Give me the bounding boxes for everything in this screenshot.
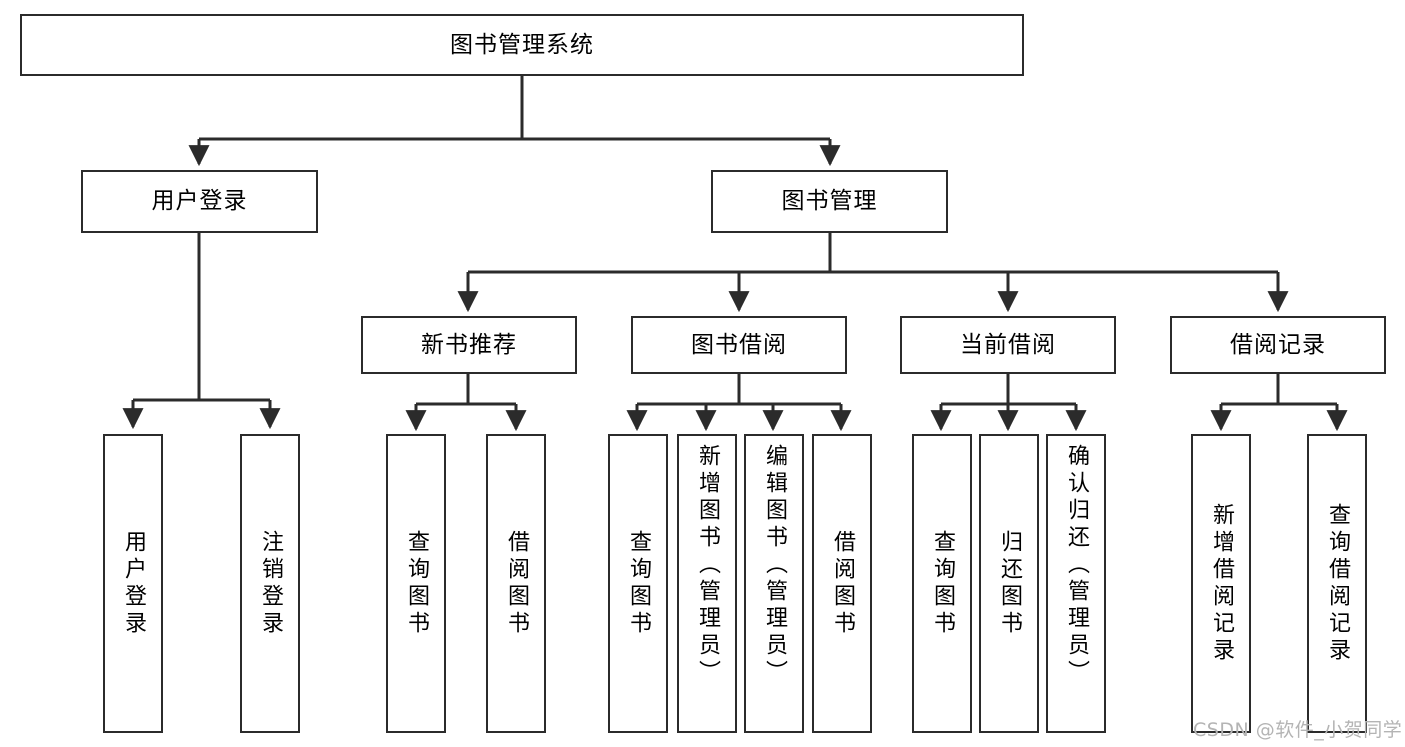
node-leaf-borrow-book-borrow[interactable]: 借阅图书: [812, 434, 872, 733]
node-leaf-query-book-recommend[interactable]: 查询图书: [386, 434, 446, 733]
node-leaf-add-borrow-record[interactable]: 新增借阅记录: [1191, 434, 1251, 733]
node-label: 图书管理: [781, 188, 878, 215]
node-label: 用户登录: [121, 529, 146, 638]
node-label: 确认归还（管理员）: [1064, 444, 1089, 687]
node-book-borrow[interactable]: 图书借阅: [631, 316, 847, 374]
node-book-management[interactable]: 图书管理: [711, 170, 948, 233]
node-leaf-logout-login[interactable]: 注销登录: [240, 434, 300, 733]
csdn-watermark: CSDN @软件_小贺同学: [1193, 719, 1403, 741]
node-label: 图书管理系统: [450, 31, 594, 58]
node-new-book-recommend[interactable]: 新书推荐: [361, 316, 577, 374]
node-label: 新增图书（管理员）: [695, 444, 720, 687]
node-leaf-query-book-borrow[interactable]: 查询图书: [608, 434, 668, 733]
node-label: 注销登录: [258, 529, 283, 638]
node-borrow-record[interactable]: 借阅记录: [1170, 316, 1386, 374]
node-leaf-add-book-admin[interactable]: 新增图书（管理员）: [677, 434, 737, 733]
node-current-borrow[interactable]: 当前借阅: [900, 316, 1116, 374]
node-label: 借阅记录: [1230, 331, 1326, 358]
node-label: 查询图书: [930, 529, 955, 638]
node-label: 查询借阅记录: [1325, 502, 1350, 665]
node-label: 借阅图书: [504, 529, 529, 638]
node-leaf-borrow-book-recommend[interactable]: 借阅图书: [486, 434, 546, 733]
node-label: 借阅图书: [830, 529, 855, 638]
node-label: 编辑图书（管理员）: [762, 444, 787, 687]
node-label: 用户登录: [151, 188, 248, 215]
node-label: 查询图书: [404, 529, 429, 638]
node-label: 归还图书: [997, 529, 1022, 638]
node-leaf-query-borrow-record[interactable]: 查询借阅记录: [1307, 434, 1367, 733]
node-label: 新增借阅记录: [1209, 502, 1234, 665]
node-leaf-query-book-current[interactable]: 查询图书: [912, 434, 972, 733]
node-leaf-return-book[interactable]: 归还图书: [979, 434, 1039, 733]
node-leaf-edit-book-admin[interactable]: 编辑图书（管理员）: [744, 434, 804, 733]
node-leaf-confirm-return-admin[interactable]: 确认归还（管理员）: [1046, 434, 1106, 733]
node-leaf-user-login[interactable]: 用户登录: [103, 434, 163, 733]
node-label: 图书借阅: [691, 331, 787, 358]
node-label: 查询图书: [626, 529, 651, 638]
node-user-login[interactable]: 用户登录: [81, 170, 318, 233]
node-label: 当前借阅: [960, 331, 1056, 358]
node-root-book-management-system[interactable]: 图书管理系统: [20, 14, 1024, 76]
node-label: 新书推荐: [421, 331, 517, 358]
